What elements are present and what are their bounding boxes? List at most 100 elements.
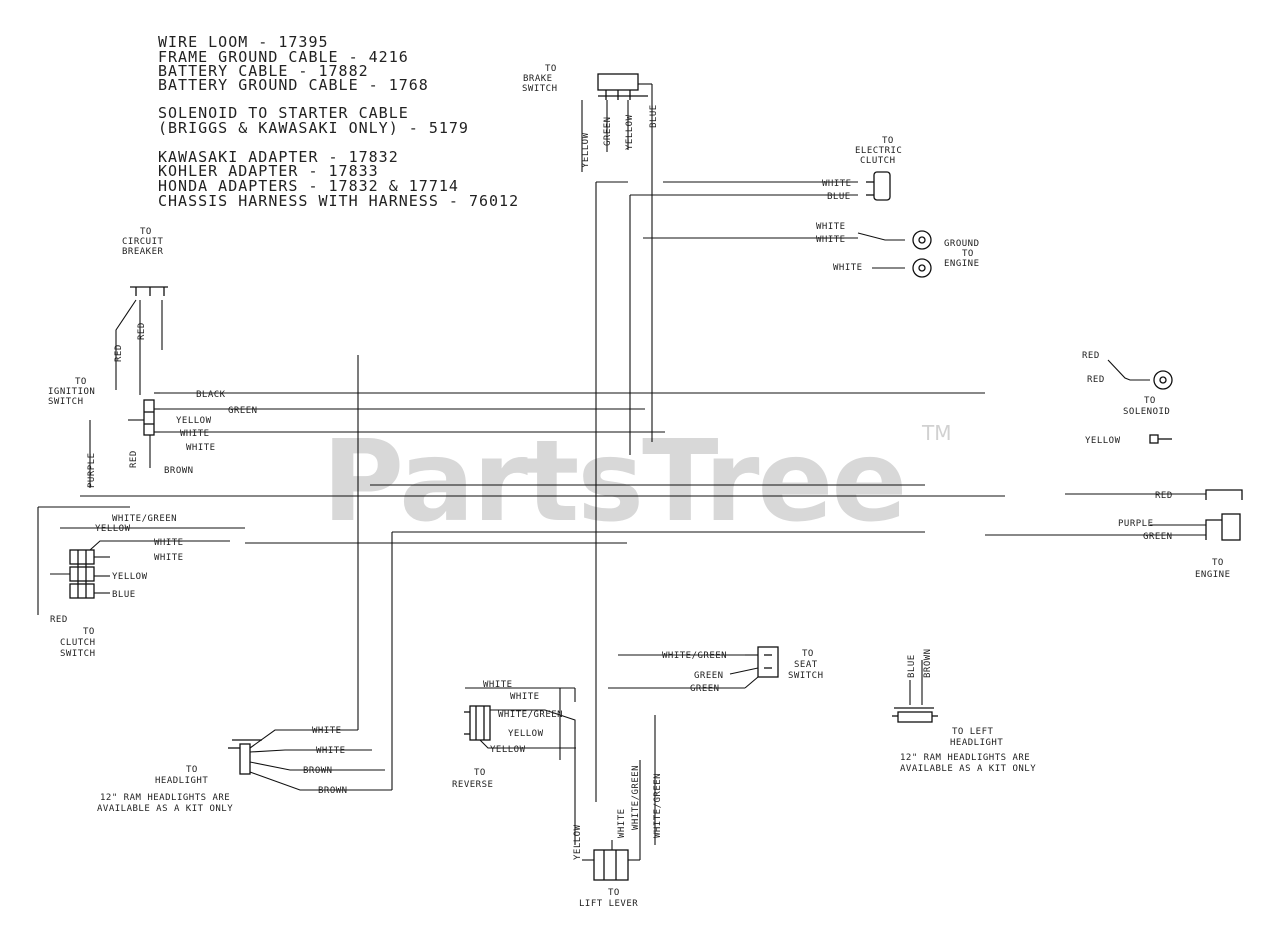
lift-white: WHITE	[617, 808, 627, 838]
solenoid-terminal	[1107, 359, 1173, 444]
elec-clutch-white-label: WHITE	[822, 179, 852, 189]
ignition-white: WHITE	[180, 429, 210, 439]
clutch-yellow-2: YELLOW	[112, 572, 148, 582]
lift-to: TO	[608, 888, 620, 898]
right-headlight-connector	[892, 660, 938, 723]
headlight-to: TO	[186, 765, 198, 775]
headlight-note-2: AVAILABLE AS A KIT ONLY	[97, 804, 233, 814]
note-kohler-adapter: KOHLER ADAPTER - 17833	[158, 162, 379, 180]
seat-green: GREEN	[694, 671, 724, 681]
ignition-purple: PURPLE	[87, 452, 97, 488]
circuit-breaker-name-1: CIRCUIT	[122, 237, 164, 247]
solenoid-to: TO	[1144, 396, 1156, 406]
engine-green: GREEN	[1143, 532, 1173, 542]
reverse-name: REVERSE	[452, 780, 493, 790]
clutch-red: RED	[50, 615, 68, 625]
right-headlight-blue: BLUE	[907, 654, 917, 678]
engine-to: TO	[1212, 558, 1224, 568]
brake-wire-yellow: YELLOW	[581, 132, 591, 168]
brake-switch-connector	[581, 73, 653, 172]
solenoid-name: SOLENOID	[1123, 407, 1170, 417]
trademark-symbol: TM	[921, 421, 951, 445]
clutch-switch-connector	[50, 527, 245, 599]
elec-clutch-name-2: CLUTCH	[860, 156, 896, 166]
parts-list-notes: WIRE LOOM - 17395 FRAME GROUND CABLE - 4…	[158, 33, 519, 210]
note-honda-adapters: HONDA ADAPTERS - 17832 & 17714	[158, 177, 459, 195]
elec-clutch-to-label: TO	[882, 136, 894, 146]
ground-white-label-1: WHITE	[816, 222, 846, 232]
brake-name-label: BRAKE	[523, 74, 553, 84]
right-headlight-note-2: AVAILABLE AS A KIT ONLY	[900, 764, 1036, 774]
clutch-yellow: YELLOW	[95, 524, 131, 534]
ignition-red: RED	[129, 450, 139, 468]
ignition-to: TO	[75, 377, 87, 387]
solenoid-red-2: RED	[1087, 375, 1105, 385]
clutch-white: WHITE	[154, 538, 184, 548]
headlight-white-2: WHITE	[316, 746, 346, 756]
ground-white-label-3: WHITE	[833, 263, 863, 273]
note-battery-ground: BATTERY GROUND CABLE - 1768	[158, 76, 429, 94]
lift-yellow: YELLOW	[573, 824, 583, 860]
elec-clutch-name-1: ELECTRIC	[855, 146, 902, 156]
seat-switch-connector	[729, 646, 779, 689]
reverse-switch-connector	[464, 687, 576, 845]
reverse-yellow-2: YELLOW	[490, 745, 526, 755]
seat-white-green: WHITE/GREEN	[662, 651, 727, 661]
note-frame-ground: FRAME GROUND CABLE - 4216	[158, 48, 409, 66]
ground-label-1: GROUND	[944, 239, 980, 249]
brake-wire-yellow-2: YELLOW	[625, 114, 635, 150]
ignition-name-2: SWITCH	[48, 397, 84, 407]
seat-name-1: SEAT	[794, 660, 818, 670]
clutch-white-2: WHITE	[154, 553, 184, 563]
engine-name: ENGINE	[1195, 570, 1231, 580]
elec-clutch-blue-label: BLUE	[827, 192, 851, 202]
brake-to-label: TO	[545, 64, 557, 74]
solenoid-red-1: RED	[1082, 351, 1100, 361]
seat-green-2: GREEN	[690, 684, 720, 694]
note-chassis-harness: CHASSIS HARNESS WITH HARNESS - 76012	[158, 192, 519, 210]
clutch-blue: BLUE	[112, 590, 136, 600]
engine-red: RED	[1155, 491, 1173, 501]
lift-name: LIFT LEVER	[579, 899, 638, 909]
solenoid-yellow: YELLOW	[1085, 436, 1121, 446]
ignition-yellow: YELLOW	[176, 416, 212, 426]
note-battery-cable: BATTERY CABLE - 17882	[158, 62, 369, 80]
note-briggs-kawasaki: (BRIGGS & KAWASAKI ONLY) - 5179	[158, 119, 469, 137]
circuit-breaker-to: TO	[140, 227, 152, 237]
headlight-note-1: 12" RAM HEADLIGHTS ARE	[100, 793, 230, 803]
circuit-breaker-red: RED	[114, 344, 124, 362]
reverse-white-green: WHITE/GREEN	[498, 710, 563, 720]
circuit-breaker-connector	[115, 286, 168, 395]
ignition-green: GREEN	[228, 406, 258, 416]
seat-name-2: SWITCH	[788, 671, 824, 681]
harness-wires	[37, 110, 1150, 845]
clutch-white-green: WHITE/GREEN	[112, 514, 177, 524]
lift-lever-connector	[582, 760, 641, 881]
circuit-breaker-red-2: RED	[137, 322, 147, 340]
ground-label-3: ENGINE	[944, 259, 980, 269]
note-wire-loom: WIRE LOOM - 17395	[158, 33, 329, 51]
ignition-switch-connector	[89, 392, 160, 488]
engine-purple: PURPLE	[1118, 519, 1154, 529]
headlight-connector	[228, 729, 392, 791]
reverse-yellow: YELLOW	[508, 729, 544, 739]
brake-wire-green: GREEN	[603, 116, 613, 146]
seat-to: TO	[802, 649, 814, 659]
right-headlight-brown: BROWN	[923, 648, 933, 678]
ground-white-label-2: WHITE	[816, 235, 846, 245]
clutch-to: TO	[83, 627, 95, 637]
right-headlight-to: TO LEFT	[952, 727, 994, 737]
brake-switch-label: SWITCH	[522, 84, 558, 94]
circuit-breaker-name-2: BREAKER	[122, 247, 164, 257]
clutch-name-1: CLUTCH	[60, 638, 96, 648]
ignition-black: BLACK	[196, 390, 226, 400]
ground-label-2: TO	[962, 249, 974, 259]
ground-terminals	[857, 230, 932, 278]
headlight-brown: BROWN	[303, 766, 333, 776]
note-kawasaki-adapter: KAWASAKI ADAPTER - 17832	[158, 148, 399, 166]
headlight-brown-2: BROWN	[318, 786, 348, 796]
reverse-white: WHITE	[483, 680, 513, 690]
lift-white-green: WHITE/GREEN	[631, 765, 641, 830]
engine-connector	[1150, 489, 1243, 541]
